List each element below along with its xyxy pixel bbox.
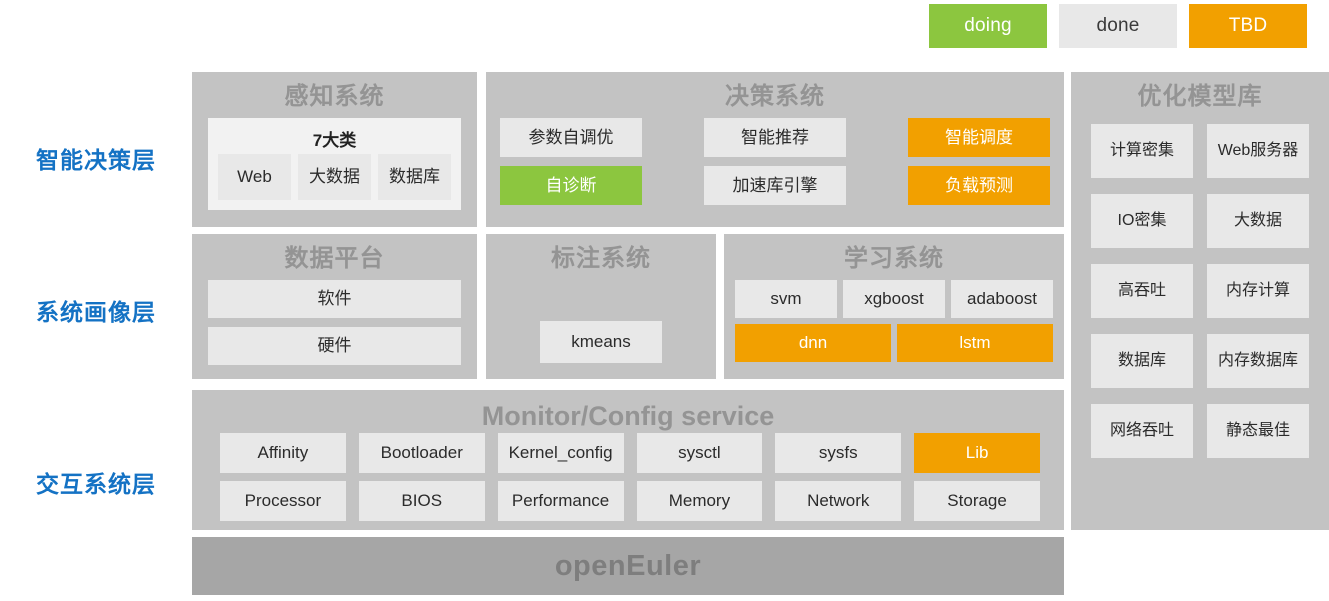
panel-title-monitor-config: Monitor/Config service [481,401,775,431]
learning-item-lstm[interactable]: lstm [897,324,1053,362]
learning-item-svm[interactable]: svm [735,280,837,318]
monitor-item-processor[interactable]: Processor [220,481,346,521]
status-legend: doing done TBD [929,4,1307,48]
monitor-item-affinity[interactable]: Affinity [220,433,346,473]
monitor-item-bios[interactable]: BIOS [358,481,485,521]
monitor-item-sysfs[interactable]: sysfs [775,433,902,473]
perception-item-bigdata[interactable]: 大数据 [298,154,371,200]
perception-group-7categories: 7大类 Web 大数据 数据库 [208,118,461,210]
data-platform-item-hardware[interactable]: 硬件 [208,327,461,365]
panel-title-decision: 决策系统 [725,83,825,110]
learning-row-deep: dnn lstm [735,324,1053,362]
learning-item-dnn[interactable]: dnn [735,324,891,362]
panel-decision-system: 决策系统 参数自调优 自诊断 智能推荐 加速库引擎 智能调度 负载预测 [486,72,1064,227]
annotation-item-kmeans[interactable]: kmeans [540,321,662,363]
perception-item-database[interactable]: 数据库 [378,154,451,200]
decision-column-3: 智能调度 负载预测 [908,118,1050,205]
learning-row-classic: svm xgboost adaboost [735,280,1053,318]
monitor-item-network[interactable]: Network [775,481,902,521]
optlib-item-in-memory-compute[interactable]: 内存计算 [1207,264,1309,318]
decision-item-param-autotune[interactable]: 参数自调优 [500,118,642,157]
layer-label-intelligent-decision: 智能决策层 [36,147,156,173]
layer-label-system-profile: 系统画像层 [36,299,156,325]
panel-title-optimization-library: 优化模型库 [1137,83,1263,110]
foundation-label: openEuler [554,549,702,582]
perception-item-web[interactable]: Web [218,154,291,200]
legend-label-done: done [1096,15,1140,36]
optlib-item-io-intensive[interactable]: IO密集 [1091,194,1193,248]
decision-item-smart-recommend[interactable]: 智能推荐 [704,118,846,157]
decision-item-grid: 参数自调优 自诊断 智能推荐 加速库引擎 智能调度 负载预测 [500,118,1050,205]
monitor-item-memory[interactable]: Memory [636,481,763,521]
decision-item-accel-lib-engine[interactable]: 加速库引擎 [704,166,846,205]
panel-title-perception: 感知系统 [284,83,385,110]
foundation-bar-openeuler: openEuler [192,537,1064,595]
panel-title-annotation: 标注系统 [551,245,651,272]
decision-column-2: 智能推荐 加速库引擎 [704,118,846,205]
legend-chip-doing[interactable]: doing [929,4,1047,48]
layer-label-interaction-system: 交互系统层 [36,471,156,497]
panel-monitor-config-service: Monitor/Config service Affinity Bootload… [192,390,1064,530]
optlib-item-bigdata[interactable]: 大数据 [1207,194,1309,248]
panel-optimization-model-library: 优化模型库 计算密集 Web服务器 IO密集 大数据 高吞吐 内存计算 数据库 … [1071,72,1329,530]
data-platform-item-list: 软件 硬件 [208,280,461,365]
optlib-item-web-server[interactable]: Web服务器 [1207,124,1309,178]
optimization-library-grid: 计算密集 Web服务器 IO密集 大数据 高吞吐 内存计算 数据库 内存数据库 … [1091,124,1309,458]
panel-title-learning: 学习系统 [844,245,944,272]
panel-learning-system: 学习系统 svm xgboost adaboost dnn lstm [724,234,1064,379]
monitor-item-lib[interactable]: Lib [914,433,1040,473]
optlib-item-in-memory-database[interactable]: 内存数据库 [1207,334,1309,388]
decision-item-self-diagnosis[interactable]: 自诊断 [500,166,642,205]
learning-item-xgboost[interactable]: xgboost [843,280,945,318]
legend-chip-done[interactable]: done [1059,4,1177,48]
decision-item-load-prediction[interactable]: 负载预测 [908,166,1050,205]
panel-title-data-platform: 数据平台 [284,245,385,272]
monitor-item-kernel-config[interactable]: Kernel_config [497,433,624,473]
monitor-item-sysctl[interactable]: sysctl [636,433,763,473]
panel-perception-system: 感知系统 7大类 Web 大数据 数据库 [192,72,477,227]
optlib-item-compute-intensive[interactable]: 计算密集 [1091,124,1193,178]
legend-label-doing: doing [964,15,1012,36]
data-platform-item-software[interactable]: 软件 [208,280,461,318]
perception-group-title: 7大类 [312,131,357,150]
optlib-item-network-throughput[interactable]: 网络吞吐 [1091,404,1193,458]
panel-annotation-system: 标注系统 kmeans [486,234,716,379]
perception-item-list: Web 大数据 数据库 [218,154,451,200]
decision-item-smart-scheduling[interactable]: 智能调度 [908,118,1050,157]
learning-item-adaboost[interactable]: adaboost [951,280,1053,318]
monitor-item-bootloader[interactable]: Bootloader [358,433,485,473]
panel-data-platform: 数据平台 软件 硬件 [192,234,477,379]
optlib-item-high-throughput[interactable]: 高吞吐 [1091,264,1193,318]
decision-column-1: 参数自调优 自诊断 [500,118,642,205]
legend-chip-tbd[interactable]: TBD [1189,4,1307,48]
monitor-item-performance[interactable]: Performance [497,481,624,521]
legend-label-tbd: TBD [1228,15,1268,36]
optlib-item-database[interactable]: 数据库 [1091,334,1193,388]
optlib-item-static-optimal[interactable]: 静态最佳 [1207,404,1309,458]
monitor-config-grid: Affinity Bootloader Kernel_config sysctl… [220,433,1040,521]
monitor-item-storage[interactable]: Storage [914,481,1040,521]
